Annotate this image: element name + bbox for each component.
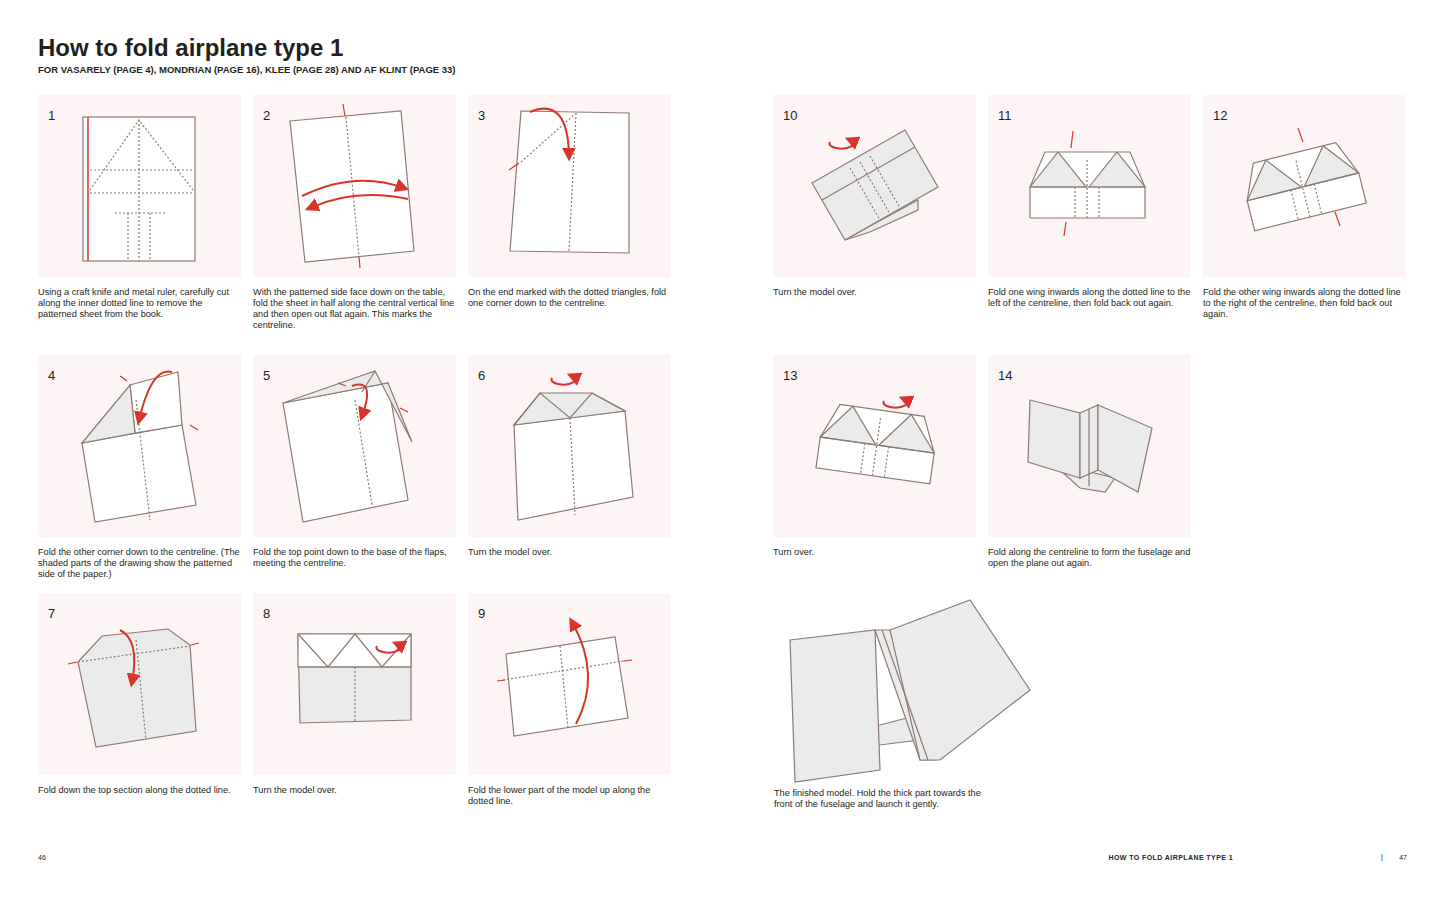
step-number: 3 [478, 108, 485, 123]
step-caption: Fold the lower part of the model up alon… [468, 785, 673, 807]
step-caption: Fold the top point down to the base of t… [253, 547, 458, 569]
step-number: 8 [263, 606, 270, 621]
step-number: 11 [998, 108, 1012, 123]
step-caption: Turn the model over. [468, 547, 673, 558]
step-number: 12 [1213, 108, 1227, 123]
step-panel: 4Fold the other corner down to the centr… [38, 355, 241, 537]
footer-text: | [1381, 853, 1383, 860]
step-panel: 3On the end marked with the dotted trian… [468, 95, 671, 277]
step-caption: Turn over. [773, 547, 978, 558]
step-panel: 2With the patterned side face down on th… [253, 95, 456, 277]
step-panel: 10Turn the model over. [773, 95, 976, 277]
step-caption: Using a craft knife and metal ruler, car… [38, 287, 243, 320]
step-panel: 5Fold the top point down to the base of … [253, 355, 456, 537]
step-caption: With the patterned side face down on the… [253, 287, 458, 331]
step-number: 10 [783, 108, 797, 123]
step-caption: Turn the model over. [773, 287, 978, 298]
step-panel: 12Fold the other wing inwards along the … [1203, 95, 1406, 277]
step-number: 1 [48, 108, 55, 123]
step-panel: 9Fold the lower part of the model up alo… [468, 593, 671, 775]
step-number: 9 [478, 606, 485, 621]
footer-text: 46 [38, 854, 46, 861]
footer-text: HOW TO FOLD AIRPLANE TYPE 1 [1108, 854, 1233, 861]
step-panel: 6Turn the model over. [468, 355, 671, 537]
footer-text: 47 [1399, 854, 1407, 861]
final-caption: The finished model. Hold the thick part … [774, 788, 999, 810]
step-caption: Fold the other corner down to the centre… [38, 547, 243, 580]
step-panel: 8Turn the model over. [253, 593, 456, 775]
step-number: 4 [48, 368, 55, 383]
step-panel: 7Fold down the top section along the dot… [38, 593, 241, 775]
step-panel: 1Using a craft knife and metal ruler, ca… [38, 95, 241, 277]
step-number: 13 [783, 368, 797, 383]
step-caption: Turn the model over. [253, 785, 458, 796]
step-number: 6 [478, 368, 485, 383]
step-number: 14 [998, 368, 1012, 383]
step-panel: 11Fold one wing inwards along the dotted… [988, 95, 1191, 277]
step-caption: Fold along the centreline to form the fu… [988, 547, 1193, 569]
step-caption: Fold the other wing inwards along the do… [1203, 287, 1408, 320]
page-title: How to fold airplane type 1 [38, 34, 343, 62]
step-number: 5 [263, 368, 270, 383]
step-panel: 14Fold along the centreline to form the … [988, 355, 1191, 537]
subtitle: FOR VASARELY (PAGE 4), MONDRIAN (PAGE 16… [38, 64, 456, 75]
step-panel: 13Turn over. [773, 355, 976, 537]
step-number: 2 [263, 108, 270, 123]
step-number: 7 [48, 606, 55, 621]
step-caption: On the end marked with the dotted triang… [468, 287, 673, 309]
step-caption: Fold one wing inwards along the dotted l… [988, 287, 1193, 309]
step-caption: Fold down the top section along the dott… [38, 785, 243, 796]
